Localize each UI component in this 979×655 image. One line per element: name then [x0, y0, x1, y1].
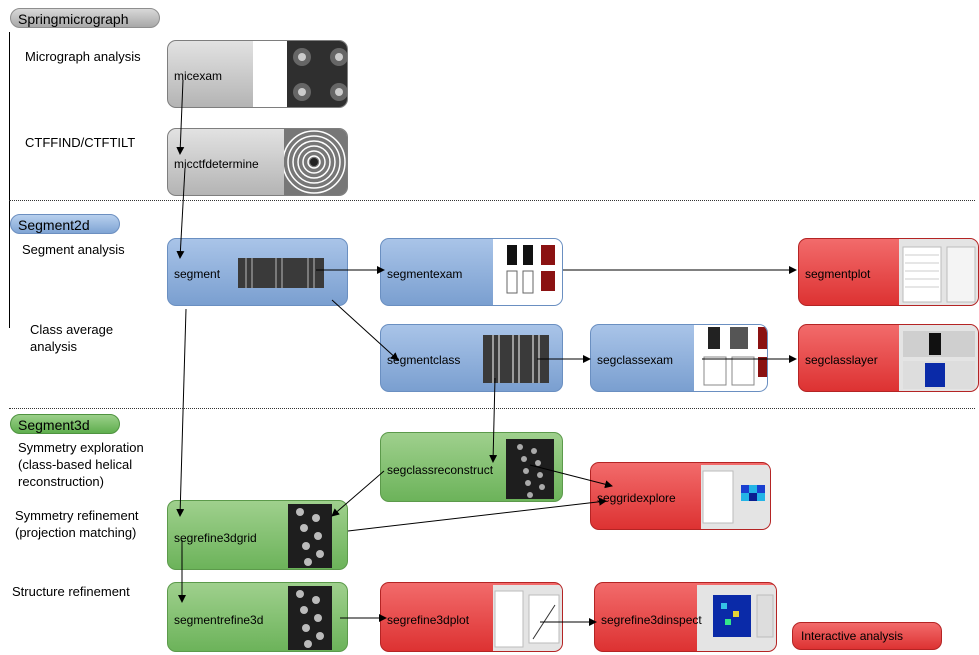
segmentplot-thumbnail [899, 239, 978, 305]
row-label-symmetry-refinement-1: Symmetry refinement [15, 508, 139, 523]
row-label-structure-refinement: Structure refinement [12, 584, 130, 599]
seggridexplore-thumbnail [701, 465, 770, 529]
row-label-symmetry-refinement-2: (projection matching) [15, 525, 137, 540]
node-label: segment [174, 267, 221, 281]
thumbnail-blank [253, 41, 287, 107]
refine-grid-thumbnail [288, 504, 332, 568]
row-label-segment-analysis: Segment analysis [22, 242, 125, 257]
left-rule [9, 32, 10, 328]
node-micexam[interactable]: micexam [167, 40, 348, 108]
micrograph-thumbnail [287, 41, 347, 107]
node-label: segclassexam [597, 353, 674, 367]
node-segclasslayer[interactable]: segclasslayer [798, 324, 979, 392]
row-label-class-average-2: analysis [30, 339, 77, 354]
node-micctfdetermine[interactable]: micctfdetermine [167, 128, 348, 196]
segclassexam-thumbnail [694, 325, 767, 391]
node-label: segmentplot [805, 267, 871, 281]
segment-thumbnail [238, 258, 324, 288]
arrow-segment-to-segrefine3dgrid [176, 308, 187, 517]
segmentclass-thumbnail [483, 335, 549, 383]
segrefine3dplot-thumbnail [493, 585, 562, 651]
node-segmentrefine3d[interactable]: segmentrefine3d [167, 582, 348, 652]
node-label: micexam [174, 69, 223, 83]
node-label: segclassreconstruct [387, 463, 494, 477]
row-label-symmetry-exploration-1: Symmetry exploration [18, 440, 144, 455]
node-label: segclasslayer [805, 353, 878, 367]
arrow-segclassreconstruct-to-segrefine3dgrid [331, 470, 385, 517]
node-segrefine3dplot[interactable]: segrefine3dplot [380, 582, 563, 652]
separator-2 [9, 408, 975, 409]
row-label-symmetry-exploration-2: (class-based helical [18, 457, 133, 472]
segrefine3dinspect-thumbnail [697, 585, 776, 651]
node-label: segmentclass [387, 353, 461, 367]
arrow-micctfdetermine-to-segment [176, 167, 186, 259]
row-label-ctffind: CTFFIND/CTFTILT [25, 135, 136, 150]
refine3d-thumbnail [288, 586, 332, 650]
node-label: micctfdetermine [174, 157, 259, 171]
section-segment2d: Segment2d [10, 214, 120, 234]
section-springmicrograph: Springmicrograph [10, 8, 160, 28]
node-segrefine3dinspect[interactable]: segrefine3dinspect [594, 582, 777, 652]
node-label: seggridexplore [597, 491, 676, 505]
arrow-micexam-to-micctfdetermine [176, 79, 185, 155]
node-seggridexplore[interactable]: seggridexplore [590, 462, 771, 530]
segmentexam-thumbnail [493, 239, 562, 305]
node-segrefine3dgrid[interactable]: segrefine3dgrid [167, 500, 348, 570]
node-segmentclass[interactable]: segmentclass [380, 324, 563, 392]
node-label: segmentrefine3d [174, 613, 264, 627]
node-segment[interactable]: segment [167, 238, 348, 306]
node-segclassreconstruct[interactable]: segclassreconstruct [380, 432, 563, 502]
node-label: segrefine3dgrid [174, 531, 257, 545]
arrow-segment-to-segmentclass [331, 299, 399, 361]
separator-1 [9, 200, 975, 201]
legend-interactive-analysis: Interactive analysis [792, 622, 942, 650]
segclasslayer-thumbnail [899, 325, 978, 391]
ctf-thumbnail [284, 129, 347, 195]
arrow-segmentclass-to-segclassreconstruct [489, 377, 498, 463]
arrow-segrefine3dgrid-to-seggridexplore [347, 497, 607, 532]
row-label-class-average-1: Class average [30, 322, 114, 337]
node-label: segrefine3dplot [387, 613, 470, 627]
node-segclassexam[interactable]: segclassexam [590, 324, 768, 392]
arrow-segclassreconstruct-to-seggridexplore [529, 464, 613, 489]
node-label: segrefine3dinspect [601, 613, 702, 627]
node-label: segmentexam [387, 267, 463, 281]
row-label-symmetry-exploration-3: reconstruction) [18, 474, 104, 489]
row-label-micrograph-analysis: Micrograph analysis [25, 49, 141, 64]
node-segmentplot[interactable]: segmentplot [798, 238, 979, 306]
node-segmentexam[interactable]: segmentexam [380, 238, 563, 306]
section-segment3d: Segment3d [10, 414, 120, 434]
